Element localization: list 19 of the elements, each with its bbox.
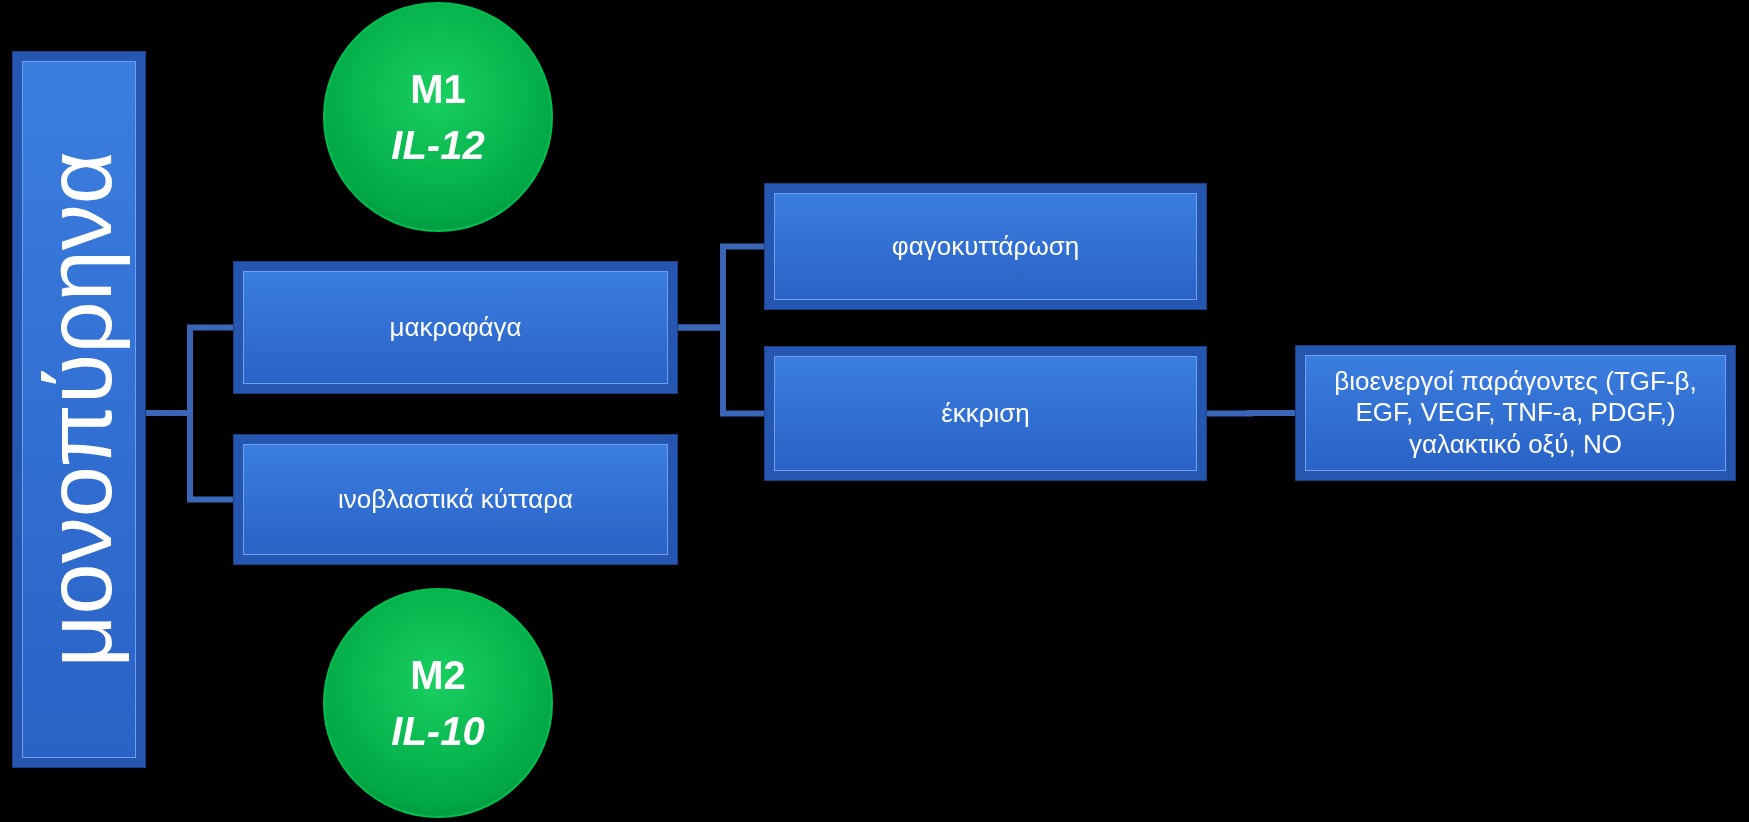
process-box — [765, 184, 1206, 309]
connector-line — [145, 410, 234, 503]
node-label: M2 — [409, 652, 467, 699]
node-label: ινοβλαστικά κύτταρα — [336, 483, 575, 516]
node-label: IL-10 — [390, 708, 486, 755]
node-label: έκκριση — [940, 397, 1031, 430]
connector-line — [1206, 410, 1296, 417]
node-label: βιοενεργοί παράγοντες (TGF-β, EGF, VEGF, TNF-a, PDGF,) γαλακτικό οξύ, NO — [1333, 366, 1698, 460]
node-label: μονοπύρηνα — [26, 150, 131, 670]
process-box — [1296, 346, 1735, 480]
node-label: M1 — [409, 66, 467, 113]
process-box — [234, 262, 677, 393]
node-label: φαγοκυττάρωση — [890, 230, 1081, 263]
node-label: IL-12 — [390, 122, 486, 169]
node-label: μακροφάγα — [388, 311, 523, 344]
process-box — [234, 435, 677, 564]
process-box — [765, 347, 1206, 480]
connector-line — [677, 324, 765, 417]
vertical-box — [13, 52, 145, 767]
